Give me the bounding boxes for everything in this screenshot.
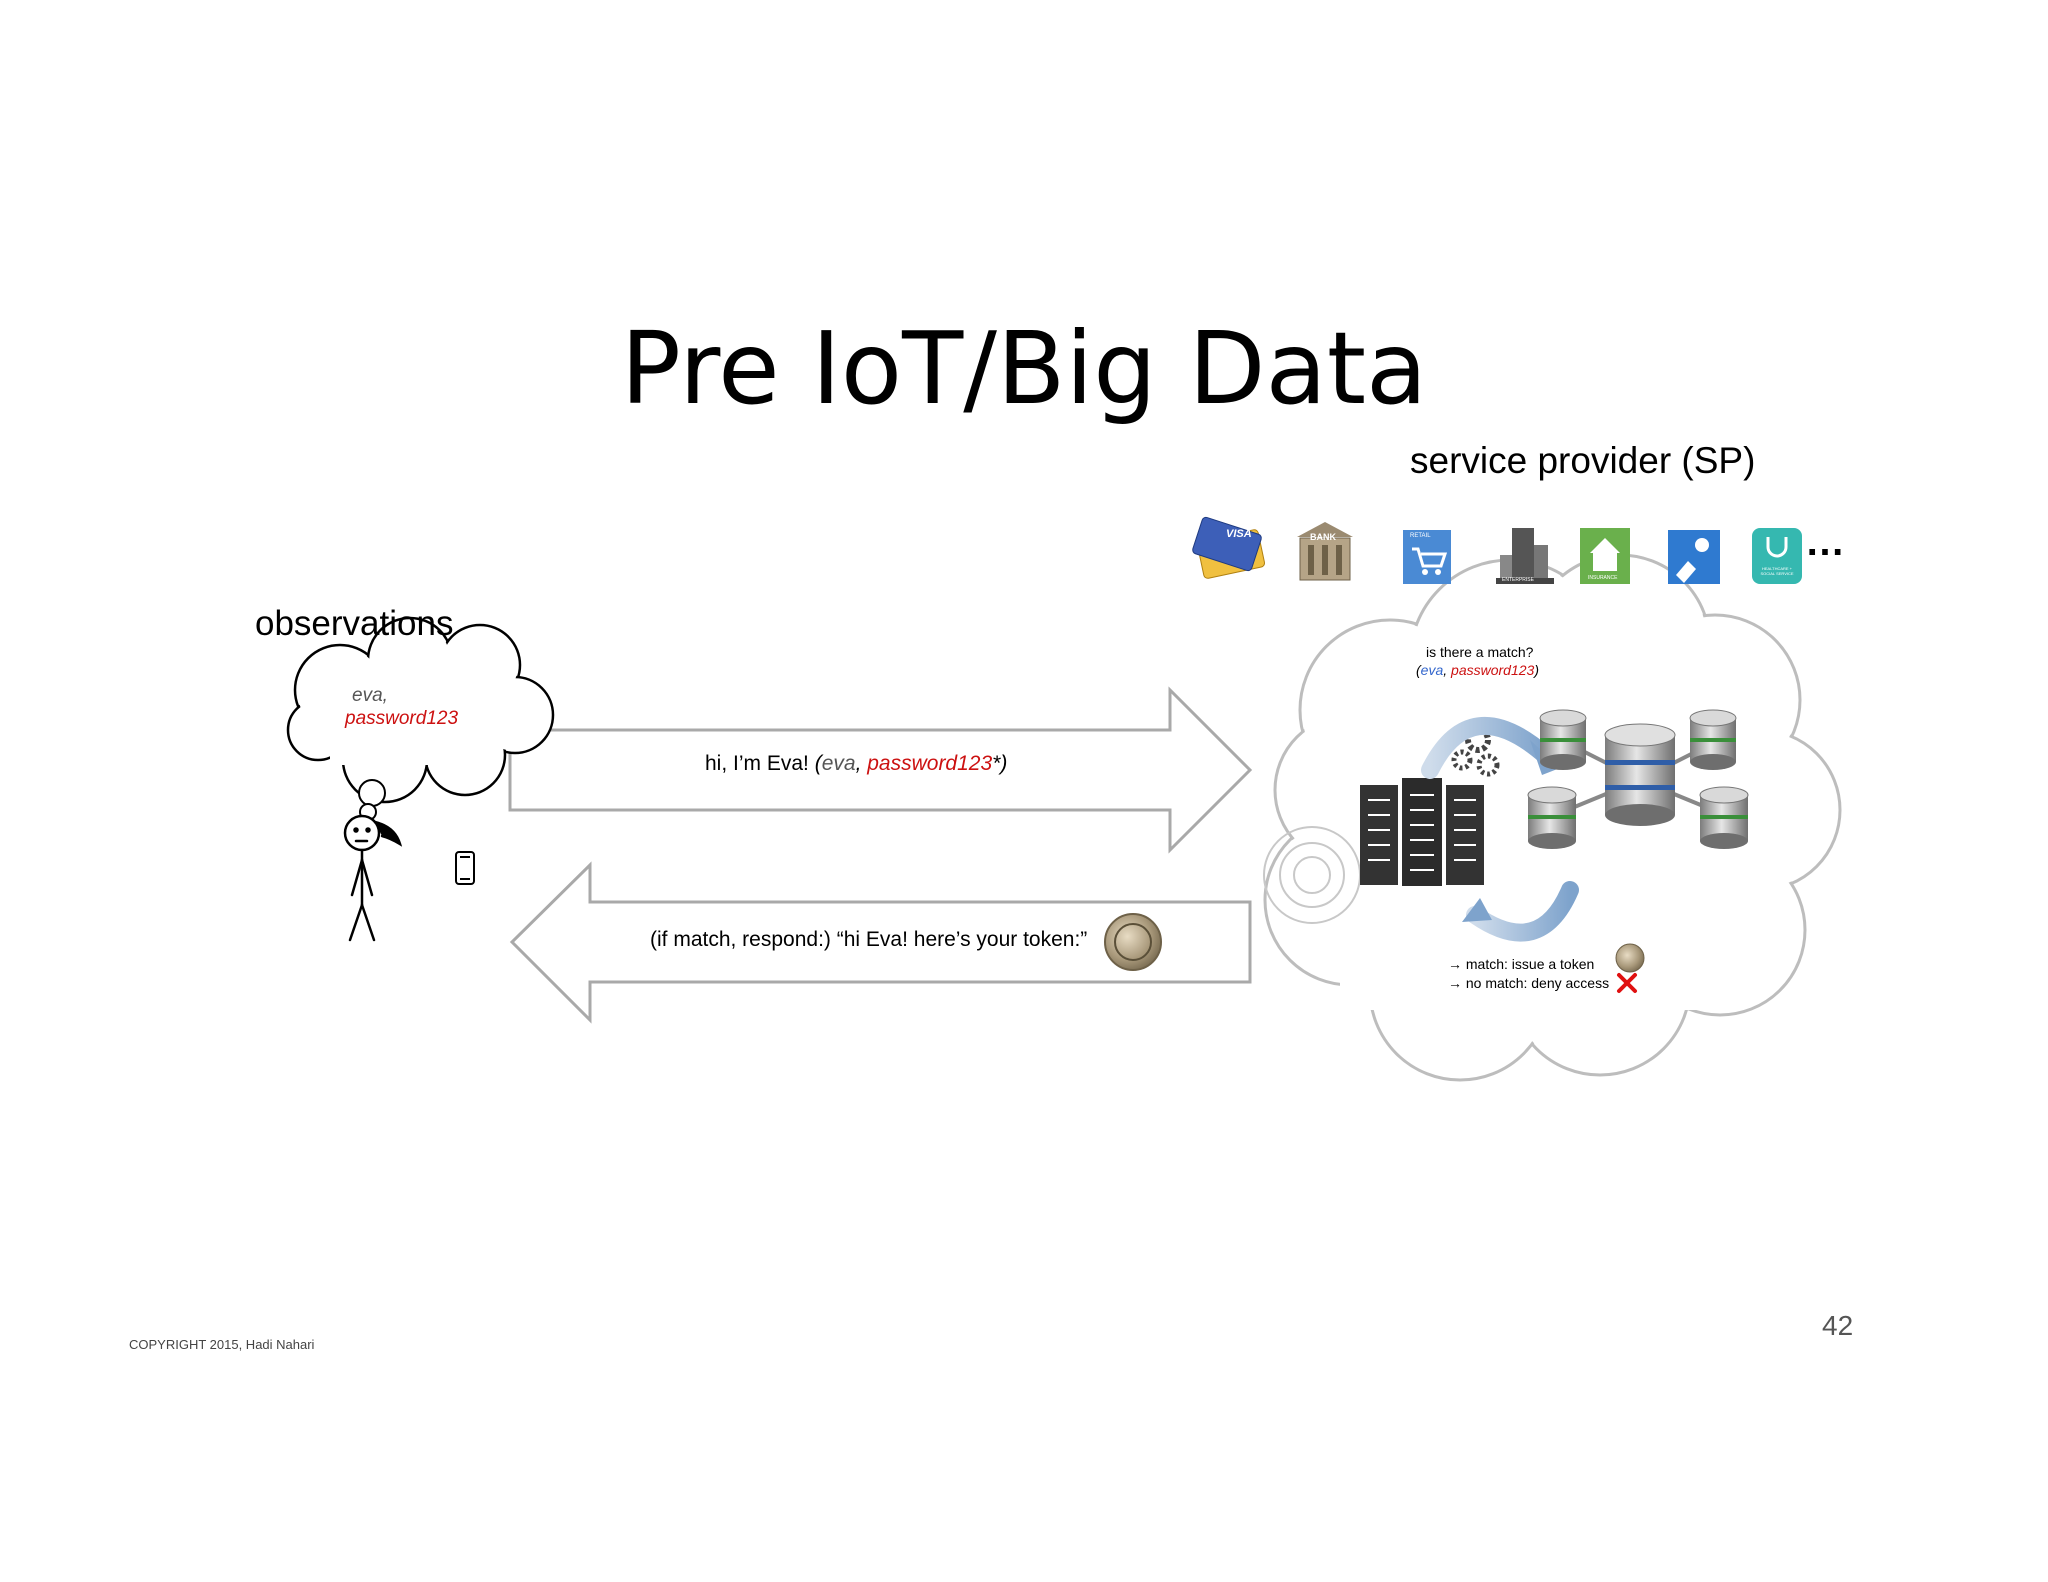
page-title: Pre IoT/Big Data xyxy=(620,310,1428,427)
enterprise-icon-text: ENTERPRISE xyxy=(1502,577,1534,583)
government-officer-icon xyxy=(1668,530,1720,584)
process-arc-bottom-icon xyxy=(1466,881,1579,942)
response-message: (if match, respond:) “hi Eva! here’s you… xyxy=(650,928,1088,951)
thought-username: eva, xyxy=(352,685,388,706)
bank-icon xyxy=(1297,522,1353,581)
page-number: 42 xyxy=(1822,1310,1854,1341)
retail-icon-text: RETAIL xyxy=(1410,533,1431,539)
more-sectors-ellipsis: … xyxy=(1805,520,1849,564)
deny-x-icon xyxy=(1617,973,1637,993)
nomatch-result-text: → no match: deny access xyxy=(1448,975,1610,991)
observations-label: observations xyxy=(255,604,454,643)
insurance-house-icon xyxy=(1580,528,1630,584)
response-arrow xyxy=(509,861,1252,1024)
server-rack-icon xyxy=(1360,778,1484,886)
card-icon-text: VISA xyxy=(1226,528,1252,540)
insurance-icon-text: INSURANCE xyxy=(1588,575,1618,581)
credit-card-icon xyxy=(1192,516,1266,579)
match-question-credentials: (eva, password123) xyxy=(1416,662,1539,678)
request-message: hi, I’m Eva! (eva, password123*) xyxy=(705,752,1008,775)
phone-icon xyxy=(455,851,475,885)
service-provider-title: service provider (SP) xyxy=(1410,440,1756,481)
retail-cart-icon xyxy=(1403,530,1451,584)
healthcare-icon-text: HEALTHCARE + SOCIAL SERVICE xyxy=(1760,566,1794,576)
match-result-text: → match: issue a token xyxy=(1448,956,1595,972)
token-coin-icon xyxy=(1104,913,1162,971)
signal-rings-icon xyxy=(1263,826,1361,924)
copyright-notice: COPYRIGHT 2015, Hadi Nahari xyxy=(129,1337,315,1352)
healthcare-icon xyxy=(1752,528,1802,584)
user-stick-figure xyxy=(343,814,403,942)
request-arrow xyxy=(508,686,1253,854)
database-network-icon xyxy=(1527,709,1749,849)
match-question: is there a match? xyxy=(1426,644,1534,660)
gears-icon xyxy=(1451,727,1500,777)
bank-icon-text: BANK xyxy=(1310,532,1336,542)
process-arc-top-icon xyxy=(1421,716,1554,779)
issued-token-icon xyxy=(1615,943,1645,973)
enterprise-building-icon xyxy=(1496,528,1554,584)
thought-password: password123 xyxy=(345,708,459,729)
